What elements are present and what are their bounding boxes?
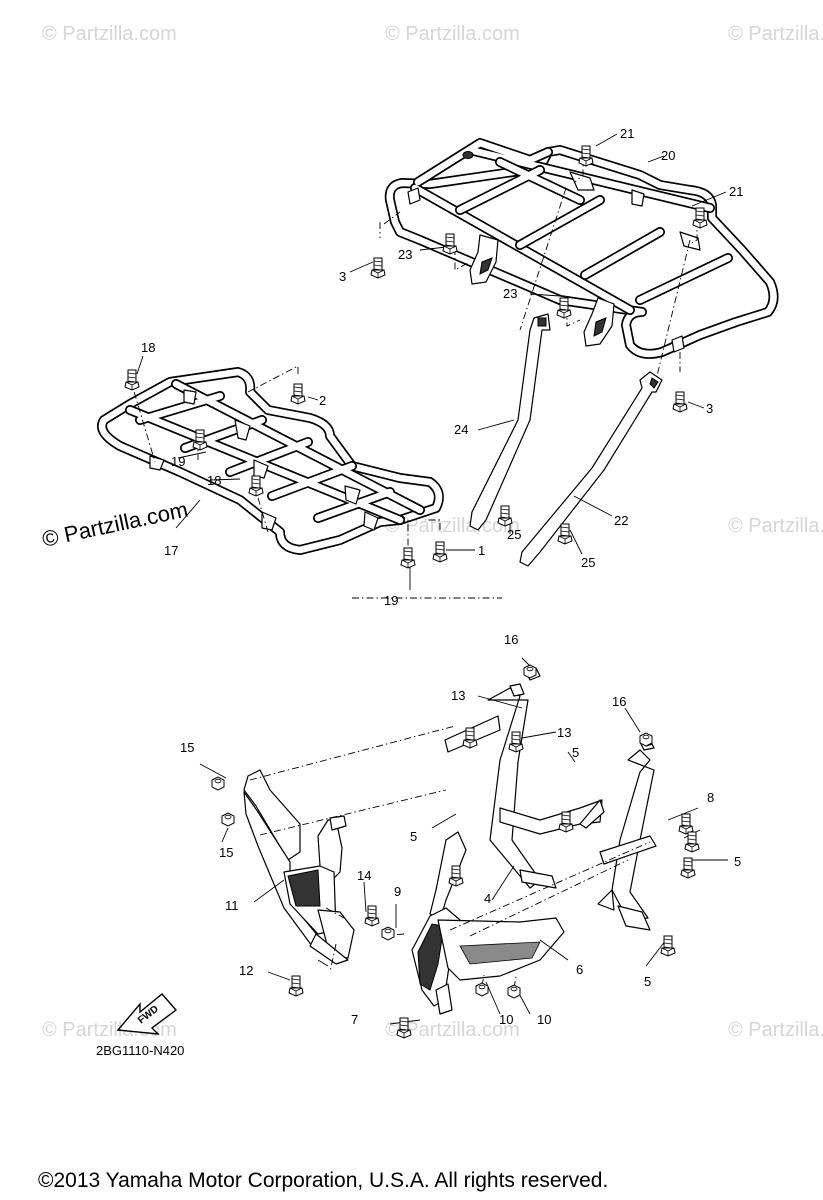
callout-25: 25: [507, 527, 521, 542]
callout-7: 7: [351, 1012, 358, 1027]
callout-19: 19: [384, 593, 398, 608]
callout-5: 5: [572, 745, 579, 760]
callout-18: 18: [207, 473, 221, 488]
watermark-text: © Partzilla.com: [385, 1019, 520, 1041]
left-guard: [243, 725, 456, 973]
callout-21: 21: [729, 184, 743, 199]
callout-3: 3: [339, 269, 346, 284]
callout-labels: 1 2 3 3 4 5 5 5 5 6 7 8 9 10 10 11 12 13…: [141, 126, 743, 1027]
rear-carrier: [379, 138, 779, 381]
front-carrier: [97, 365, 502, 599]
callout-14: 14: [357, 868, 371, 883]
watermark-layer: © Partzilla.com © Partzilla.com © Partzi…: [42, 23, 823, 1041]
callout-2: 2: [319, 393, 326, 408]
callout-24: 24: [454, 422, 468, 437]
callout-13: 13: [557, 725, 571, 740]
callout-16: 16: [612, 694, 626, 709]
fwd-arrow-icon: FWD: [116, 993, 178, 1035]
callout-5: 5: [734, 854, 741, 869]
watermark-text: © Partzilla.com: [385, 23, 520, 45]
callout-13: 13: [451, 688, 465, 703]
callout-8: 8: [707, 790, 714, 805]
callout-10: 10: [499, 1012, 513, 1027]
callout-25: 25: [581, 555, 595, 570]
callout-12: 12: [239, 963, 253, 978]
diagram-code: 2BG1110-N420: [96, 1043, 184, 1058]
callout-11: 11: [225, 898, 239, 913]
callout-22: 22: [614, 513, 628, 528]
callout-20: 20: [661, 148, 675, 163]
callout-21: 21: [620, 126, 634, 141]
callout-16: 16: [504, 632, 518, 647]
watermark-text: © Partzilla.com: [728, 515, 823, 537]
callout-17: 17: [164, 543, 178, 558]
callout-15: 15: [219, 845, 233, 860]
right-guard: [379, 831, 651, 1015]
callout-23: 23: [503, 286, 517, 301]
callout-3: 3: [706, 401, 713, 416]
callout-5: 5: [410, 829, 417, 844]
watermark-text: © Partzilla.com: [42, 23, 177, 45]
callout-23: 23: [398, 247, 412, 262]
watermark-text: © Partzilla.com: [728, 23, 823, 45]
carrier-stays: [469, 313, 663, 567]
watermark-text: © Partzilla.com: [728, 1019, 823, 1041]
callout-18: 18: [141, 340, 155, 355]
leader-lines: [136, 133, 728, 1025]
callout-6: 6: [576, 962, 583, 977]
callout-10: 10: [537, 1012, 551, 1027]
copyright-notice: ©2013 Yamaha Motor Corporation, U.S.A. A…: [38, 1169, 608, 1192]
callout-9: 9: [394, 884, 401, 899]
callout-15: 15: [180, 740, 194, 755]
callout-1: 1: [478, 543, 485, 558]
callout-19: 19: [171, 454, 185, 469]
callout-5: 5: [644, 974, 651, 989]
callout-4: 4: [484, 891, 491, 906]
